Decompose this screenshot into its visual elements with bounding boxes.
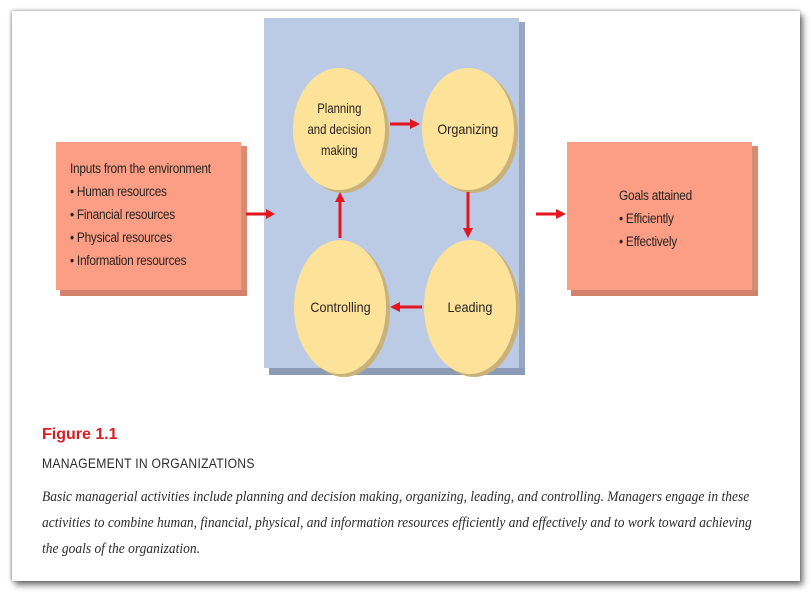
inputs-box-face [56,142,241,290]
figure-label: Figure 1.1 [42,426,118,443]
node-leading-label: Leading [447,298,493,315]
inputs-item: • Human resources [70,184,167,199]
node-planning-line: making [320,141,358,158]
node-leading: Leading [424,240,516,374]
inputs-item: • Physical resources [70,230,172,245]
node-planning-line: Planning [316,99,362,116]
goals-box-side [752,146,758,290]
figure-title: MANAGEMENT IN ORGANIZATIONS [42,456,255,471]
goals-item: • Efficiently [619,211,674,226]
panel-bottom [269,368,525,375]
caption-line: Basic managerial activities include plan… [42,489,750,505]
panel-side [519,22,525,368]
inputs-heading: Inputs from the environment [70,161,211,176]
goals-heading: Goals attained [619,188,692,203]
node-organizing-label: Organizing [437,120,499,137]
figure-caption: Basic managerial activities include plan… [42,484,752,562]
goals-box-face [567,142,752,290]
node-organizing: Organizing [422,68,514,190]
goals-item: • Effectively [619,234,677,249]
caption-line: activities to combine human, financial, … [42,515,752,531]
node-planning: Planning and decision making [293,68,385,190]
caption-line: the goals of the organization. [42,541,200,557]
inputs-item: • Information resources [70,253,187,268]
inputs-box-bottom [60,290,247,296]
inputs-item: • Financial resources [70,207,175,222]
goals-box-bottom [571,290,758,296]
node-controlling: Controlling [294,240,386,374]
node-planning-line: and decision [307,120,371,137]
inputs-box-side [241,146,247,290]
node-controlling-label: Controlling [309,298,371,315]
